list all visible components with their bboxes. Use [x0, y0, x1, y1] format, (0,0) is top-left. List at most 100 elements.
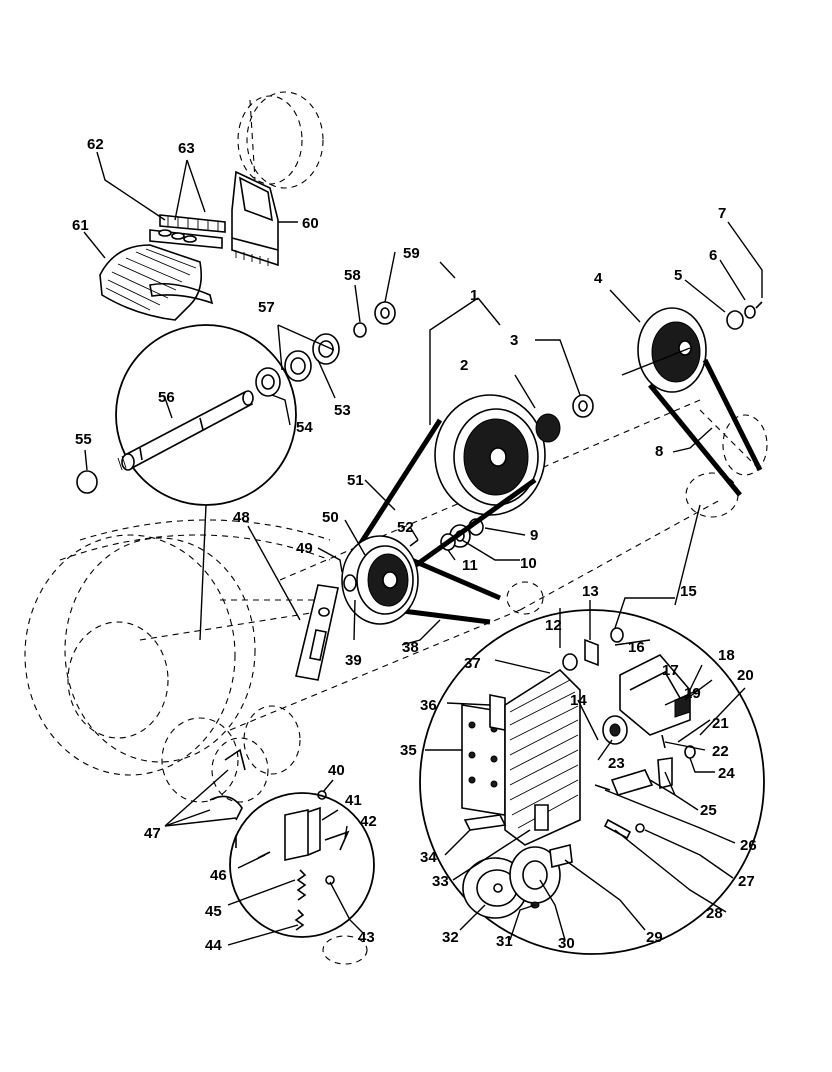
part-12-nut — [562, 653, 578, 671]
callout-31: 31 — [496, 933, 513, 950]
callout-39: 39 — [345, 652, 362, 669]
callout-55: 55 — [75, 431, 92, 448]
callout-34: 34 — [420, 849, 437, 866]
ghost-end-pulley — [506, 581, 544, 615]
part-34-pad — [463, 814, 507, 831]
callout-30: 30 — [558, 935, 575, 952]
callout-3: 3 — [510, 332, 518, 349]
part-33-spring — [534, 804, 549, 831]
callout-44: 44 — [205, 937, 222, 954]
callout-17: 17 — [662, 662, 679, 679]
callout-28: 28 — [706, 905, 723, 922]
part-40-nut — [317, 790, 327, 800]
part-38-belt — [394, 552, 501, 625]
callout-46: 46 — [210, 867, 227, 884]
callout-59: 59 — [403, 245, 420, 262]
part-28-pin — [603, 818, 632, 840]
callout-9: 9 — [530, 527, 538, 544]
part-48-plate — [295, 584, 339, 681]
part-45-spring — [296, 869, 307, 901]
callout-56: 56 — [158, 389, 175, 406]
part-22-pin — [661, 734, 666, 749]
part-16-washer — [610, 627, 624, 643]
callout-29: 29 — [646, 929, 663, 946]
callout-49: 49 — [296, 540, 313, 557]
callout-36: 36 — [420, 697, 437, 714]
ghost-wheel-upper — [237, 91, 324, 189]
part-27-washer — [635, 823, 645, 833]
callout-45: 45 — [205, 903, 222, 920]
callout-48: 48 — [233, 509, 250, 526]
callout-5: 5 — [674, 267, 682, 284]
part-56-shaft — [117, 390, 254, 471]
callout-58: 58 — [344, 267, 361, 284]
part-52-screw — [409, 539, 419, 547]
part-42-lever — [324, 830, 350, 851]
part-17-housing — [619, 654, 691, 736]
part-3-bearing — [535, 394, 594, 443]
callout-22: 22 — [712, 743, 729, 760]
part-gear-chain — [504, 668, 581, 846]
inset-shaft-stem — [199, 504, 207, 641]
callout-26: 26 — [740, 837, 757, 854]
callout-38: 38 — [402, 639, 419, 656]
callout-19: 19 — [684, 685, 701, 702]
callout-50: 50 — [322, 509, 339, 526]
part-47-bracket — [209, 748, 246, 848]
inset-circle-switch — [229, 792, 375, 938]
callout-54: 54 — [296, 419, 313, 436]
callout-6: 6 — [709, 247, 717, 264]
callout-52: 52 — [397, 519, 414, 536]
callout-23: 23 — [608, 755, 625, 772]
callout-20: 20 — [737, 667, 754, 684]
part-50-motor-pulley — [341, 535, 419, 625]
part-4-pulley — [637, 307, 707, 393]
callout-13: 13 — [582, 583, 599, 600]
part-5-washer — [726, 310, 744, 330]
callout-12: 12 — [545, 617, 562, 634]
part-7-bolt — [755, 301, 763, 309]
callout-32: 32 — [442, 929, 459, 946]
callout-33: 33 — [432, 873, 449, 890]
part-55-ring — [76, 470, 98, 494]
callout-43: 43 — [358, 929, 375, 946]
inset-circle-gearbox — [419, 609, 765, 955]
callout-4: 4 — [594, 270, 603, 287]
part-13-bracket — [584, 638, 599, 667]
part-23-gear — [602, 715, 628, 745]
part-57-bearings — [284, 333, 340, 382]
callout-41: 41 — [345, 792, 362, 809]
part-61-chute — [99, 244, 214, 321]
callout-51: 51 — [347, 472, 364, 489]
callout-60: 60 — [302, 215, 319, 232]
callout-21: 21 — [712, 715, 729, 732]
ghost-drum-housing — [24, 519, 331, 776]
ghost-lower-wheel — [161, 705, 368, 965]
leader-lines — [83, 151, 763, 946]
callout-47: 47 — [144, 825, 161, 842]
callout-61: 61 — [72, 217, 89, 234]
part-62-bolts — [158, 229, 197, 243]
callout-10: 10 — [520, 555, 537, 572]
part-29-gear — [549, 844, 573, 868]
callout-62: 62 — [87, 136, 104, 153]
part-54-bearing — [255, 367, 281, 397]
ghost-axle-line — [139, 399, 721, 731]
callout-2: 2 — [460, 357, 468, 374]
callout-15: 15 — [680, 583, 697, 600]
callout-57: 57 — [258, 299, 275, 316]
part-6-nut — [744, 305, 756, 319]
part-60-bracket — [231, 170, 279, 267]
callout-40: 40 — [328, 762, 345, 779]
part-8-belt — [648, 358, 763, 497]
callout-53: 53 — [334, 402, 351, 419]
part-58-clip — [353, 322, 367, 338]
callout-8: 8 — [655, 443, 663, 460]
part-26-spring — [594, 784, 611, 791]
callout-25: 25 — [700, 802, 717, 819]
callout-14: 14 — [570, 692, 587, 709]
callout-24: 24 — [718, 765, 735, 782]
callout-16: 16 — [628, 639, 645, 656]
callout-27: 27 — [738, 873, 755, 890]
